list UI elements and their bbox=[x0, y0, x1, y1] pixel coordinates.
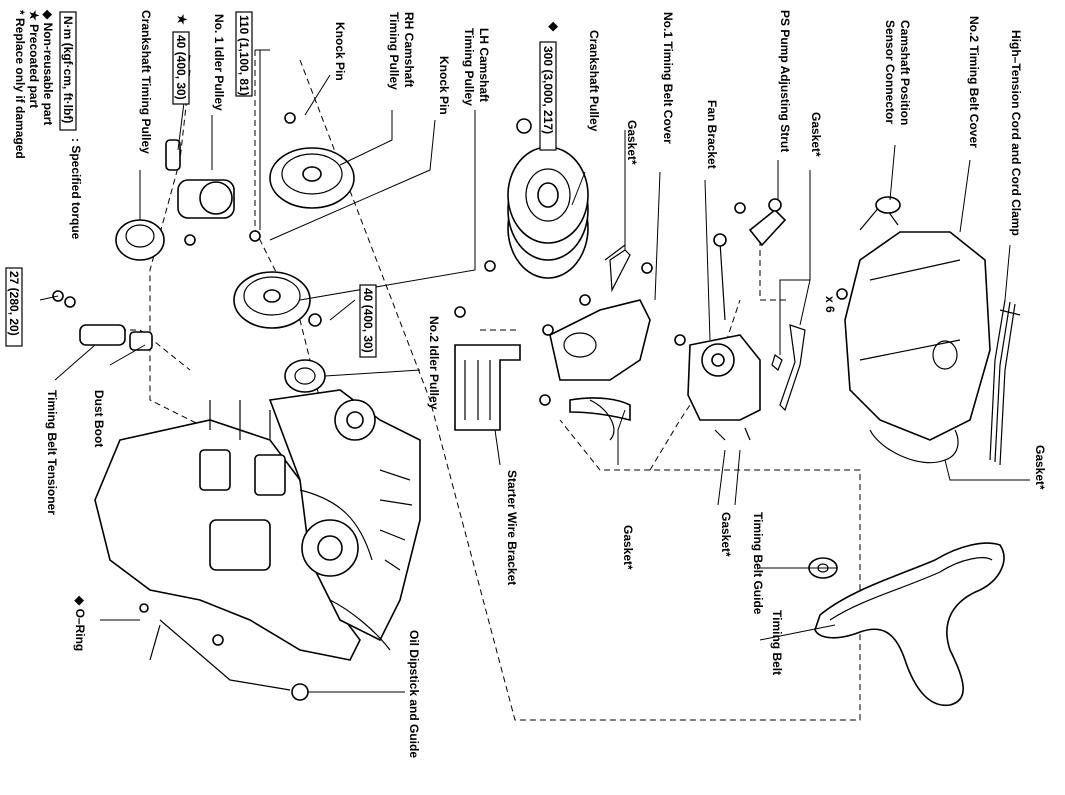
lh-camshaft-timing-pulley bbox=[233, 230, 311, 329]
torque-box-300: 300 (3,000, 217) bbox=[539, 41, 557, 151]
no2-idler-pulley bbox=[284, 313, 326, 393]
torque-40a-text: 40 (400, 30) bbox=[174, 35, 188, 100]
label-knock-pin-2: Knock Pin bbox=[333, 22, 347, 81]
label-dust-boot: Dust Boot bbox=[92, 390, 106, 447]
label-gasket-top: Gasket* bbox=[809, 112, 823, 157]
torque-box-27: 27 (280, 20) bbox=[5, 267, 23, 347]
label-lh-camshaft-2: Timing Pulley bbox=[462, 28, 476, 106]
legend-nonreusable: ◆ Non-reusable part bbox=[41, 9, 55, 125]
engine-block bbox=[94, 389, 421, 661]
timing-belt bbox=[808, 542, 1005, 707]
torque-40b-text: 40 (400, 30) bbox=[361, 288, 375, 353]
torque-300-text: 300 (3,000, 217) bbox=[541, 46, 555, 134]
label-timing-belt-tensioner: Timing Belt Tensioner bbox=[45, 390, 59, 515]
label-ps-pump-strut: PS Pump Adjusting Strut bbox=[778, 10, 792, 152]
label-gasket-cover: Gasket* bbox=[1033, 445, 1047, 490]
label-high-tension-cord: High–Tension Cord and Cord Clamp bbox=[1009, 30, 1023, 236]
legend-specified-torque: : Specified torque bbox=[69, 138, 83, 240]
label-timing-belt: Timing Belt bbox=[770, 610, 784, 675]
no2-timing-belt-cover bbox=[836, 196, 991, 464]
legend-replace: * Replace only if damaged bbox=[13, 10, 27, 159]
label-no2-timing-belt-cover: No.2 Timing Belt Cover bbox=[967, 16, 981, 148]
label-lh-camshaft-1: LH Camshaft bbox=[477, 28, 491, 102]
leader-lines bbox=[39, 49, 1030, 693]
label-star-40a: ★ bbox=[175, 14, 189, 25]
label-gasket-fan: Gasket* bbox=[719, 512, 733, 557]
part-labels: High–Tension Cord and Cord Clamp No.2 Ti… bbox=[45, 10, 1047, 758]
label-gasket-lower: Gasket* bbox=[621, 525, 635, 570]
label-o-ring: ◆ O–Ring bbox=[73, 595, 87, 651]
label-knock-pin-1: Knock Pin bbox=[437, 56, 451, 115]
high-tension-cord bbox=[989, 299, 1021, 466]
legend-precoated: ★ Precoated part bbox=[27, 10, 41, 108]
label-timing-belt-guide: Timing Belt Guide bbox=[751, 512, 765, 615]
no1-timing-belt-cover bbox=[539, 244, 653, 422]
ps-pump-adjusting-strut bbox=[734, 198, 787, 247]
label-crankshaft-timing-pulley: Crankshaft Timing Pulley bbox=[139, 10, 153, 154]
torque-27-text: 27 (280, 20) bbox=[7, 271, 21, 336]
crankshaft-timing-pulley bbox=[115, 139, 181, 261]
fan-bracket bbox=[674, 233, 761, 441]
label-no2-idler-pulley: No.2 Idler Pulley bbox=[427, 316, 441, 410]
label-crankshaft-pulley: Crankshaft Pulley bbox=[587, 30, 601, 132]
torque-box-40b: 40 (400, 30) bbox=[359, 284, 377, 358]
label-rh-camshaft-1: RH Camshaft bbox=[402, 12, 416, 87]
label-camshaft-position-2: Sensor Connector bbox=[883, 20, 897, 124]
timing-belt-tensioner bbox=[52, 290, 153, 351]
label-rh-camshaft-2: Timing Pulley bbox=[387, 12, 401, 90]
label-diamond-300: ◆ bbox=[547, 21, 561, 32]
torque-box-110: 110 (1,100, 81) bbox=[235, 11, 253, 97]
label-camshaft-position-1: Camshaft Position bbox=[898, 20, 912, 125]
rh-camshaft-timing-pulley bbox=[269, 112, 355, 209]
label-starter-wire-bracket: Starter Wire Bracket bbox=[505, 470, 519, 585]
label-gasket-no1: Gasket* bbox=[625, 120, 639, 165]
legend-nm: N·m (kgf·cm, ft·lbf) bbox=[59, 11, 77, 131]
label-fan-bracket: Fan Bracket bbox=[705, 100, 719, 169]
label-no1-timing-belt-cover: No.1 Timing Belt Cover bbox=[661, 12, 675, 144]
starter-wire-bracket bbox=[454, 260, 521, 431]
gaskets bbox=[589, 249, 806, 441]
torque-box-40a: 40 (400, 30) bbox=[172, 31, 190, 105]
no1-idler-pulley bbox=[177, 179, 235, 246]
crankshaft-pulley bbox=[507, 118, 589, 279]
label-oil-dipstick: Oil Dipstick and Guide bbox=[407, 630, 421, 758]
svg-text:N·m (kgf·cm, ft·lbf): N·m (kgf·cm, ft·lbf) bbox=[61, 16, 75, 123]
label-no1-idler-pulley: No. 1 Idler Pulley bbox=[212, 14, 226, 111]
label-x6: x 6 bbox=[823, 296, 837, 313]
torque-110-text: 110 (1,100, 81) bbox=[237, 15, 251, 96]
legend: N·m (kgf·cm, ft·lbf) : Specified torque … bbox=[13, 9, 83, 240]
